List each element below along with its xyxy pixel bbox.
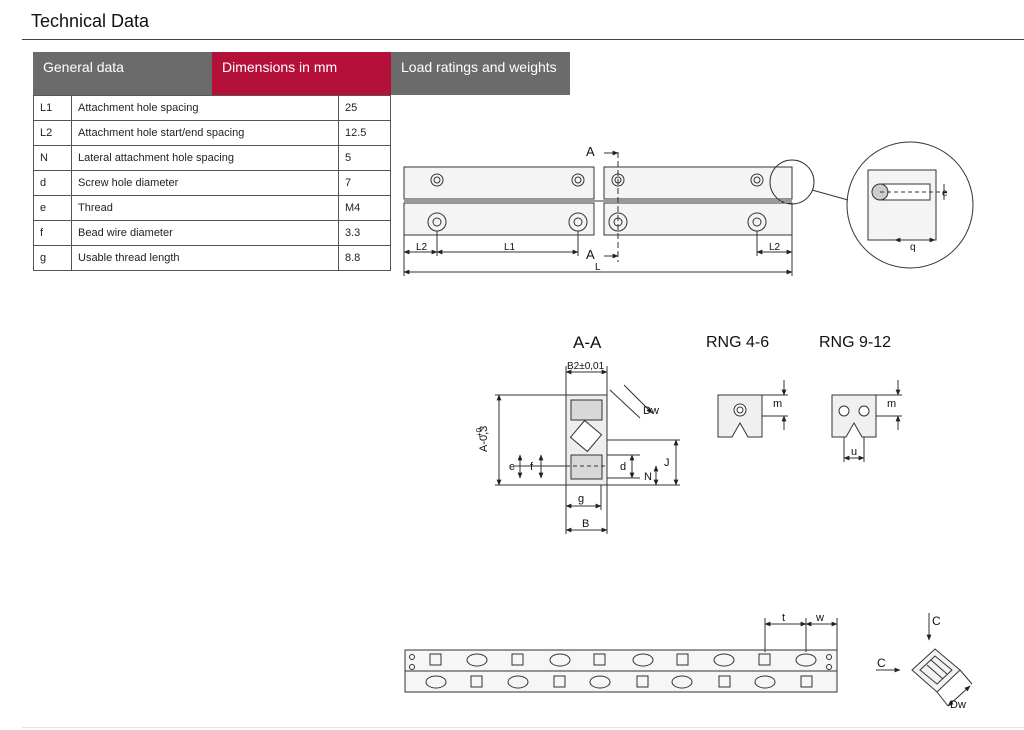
- dim-g: g: [578, 493, 584, 505]
- value-cell: M4: [338, 195, 391, 221]
- name-cell: Screw hole diameter: [71, 170, 339, 196]
- detail-dim-q: q: [910, 242, 916, 253]
- table-row: f Bead wire diameter 3.3: [33, 220, 391, 246]
- name-cell: Lateral attachment hole spacing: [71, 145, 339, 171]
- rail-drawing: [403, 141, 974, 276]
- section-mark-bottom: A: [586, 247, 595, 262]
- rng46-dim-m: m: [773, 398, 782, 410]
- title-divider: [22, 39, 1024, 40]
- cage-element-drawing: [876, 613, 973, 707]
- dimensions-table: L1 Attachment hole spacing 25 L2 Attachm…: [33, 95, 391, 271]
- section-mark-top: A: [586, 144, 595, 159]
- dim-a: A-0,3: [478, 426, 490, 452]
- cage-view-c-left: C: [877, 656, 886, 670]
- cage-dim-t: t: [782, 612, 785, 624]
- dim-j: J: [664, 457, 670, 469]
- table-row: g Usable thread length 8.8: [33, 245, 391, 271]
- table-row: N Lateral attachment hole spacing 5: [33, 145, 391, 171]
- page-title: Technical Data: [31, 11, 150, 31]
- symbol-cell: g: [33, 245, 72, 271]
- tab-load-ratings[interactable]: Load ratings and weights: [391, 52, 570, 95]
- dim-a-upper: +0: [475, 427, 484, 437]
- dim-d: d: [620, 461, 626, 473]
- rng912-dim-u: u: [851, 446, 857, 458]
- footer-divider: [22, 727, 1024, 728]
- dim-b2: B2±0,01: [567, 361, 605, 372]
- tab-bar: General data Dimensions in mm Load ratin…: [33, 52, 570, 95]
- name-cell: Bead wire diameter: [71, 220, 339, 246]
- rng912-title: RNG 9-12: [819, 334, 891, 351]
- table-row: d Screw hole diameter 7: [33, 170, 391, 196]
- dim-e: e: [509, 461, 515, 473]
- section-drawing: [495, 366, 680, 534]
- value-cell: 8.8: [338, 245, 391, 271]
- dim-b: B: [582, 518, 589, 530]
- cage-dim-dw: Dw: [950, 699, 966, 711]
- cage-strip-drawing: [404, 618, 838, 693]
- name-cell: Usable thread length: [71, 245, 339, 271]
- dim-l2-left: L2: [416, 242, 428, 253]
- dim-n: N: [644, 471, 652, 483]
- value-cell: 7: [338, 170, 391, 196]
- tab-dimensions[interactable]: Dimensions in mm: [212, 52, 391, 95]
- rng46-title: RNG 4-6: [706, 334, 769, 351]
- rng46-drawing: [717, 380, 788, 438]
- dim-l2-right: L2: [769, 242, 781, 253]
- rng912-dim-m: m: [887, 398, 896, 410]
- dim-dw: Dw: [643, 405, 659, 417]
- symbol-cell: N: [33, 145, 72, 171]
- value-cell: 5: [338, 145, 391, 171]
- tab-general-data[interactable]: General data: [33, 52, 212, 95]
- cage-view-c-top: C: [932, 614, 941, 628]
- dim-l: L: [595, 262, 601, 273]
- cage-dim-w: w: [815, 612, 824, 624]
- dim-l1: L1: [504, 242, 516, 253]
- rng912-drawing: [831, 380, 902, 462]
- detail-dim-e: e: [942, 188, 948, 199]
- dim-f: f: [530, 461, 534, 473]
- section-title: A-A: [573, 333, 602, 352]
